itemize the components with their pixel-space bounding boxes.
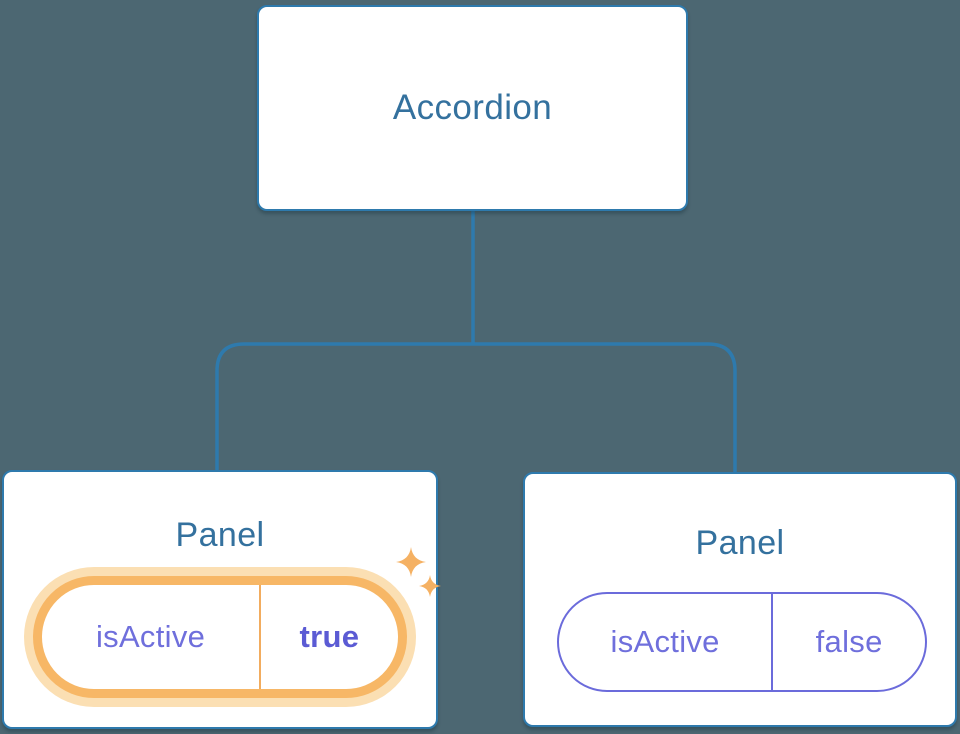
panel-node-inactive: Panel isActive false <box>523 472 957 727</box>
pill-divider <box>771 594 774 690</box>
panel-title: Panel <box>695 524 785 562</box>
state-value: false <box>815 624 883 659</box>
connector-branch <box>215 342 737 476</box>
sparkle-icon <box>396 547 441 597</box>
state-key: isActive <box>610 624 720 659</box>
pill-divider <box>259 585 261 689</box>
state-key: isActive <box>95 619 206 654</box>
panel-title: Panel <box>175 516 265 554</box>
state-pill-inactive: isActive false <box>557 592 927 692</box>
state-value: true <box>299 619 360 654</box>
panel-node-active: Panel isActive true <box>2 470 441 729</box>
accordion-label: Accordion <box>392 88 553 127</box>
accordion-node: Accordion <box>257 5 688 211</box>
state-pill-active: isActive true <box>33 576 407 698</box>
